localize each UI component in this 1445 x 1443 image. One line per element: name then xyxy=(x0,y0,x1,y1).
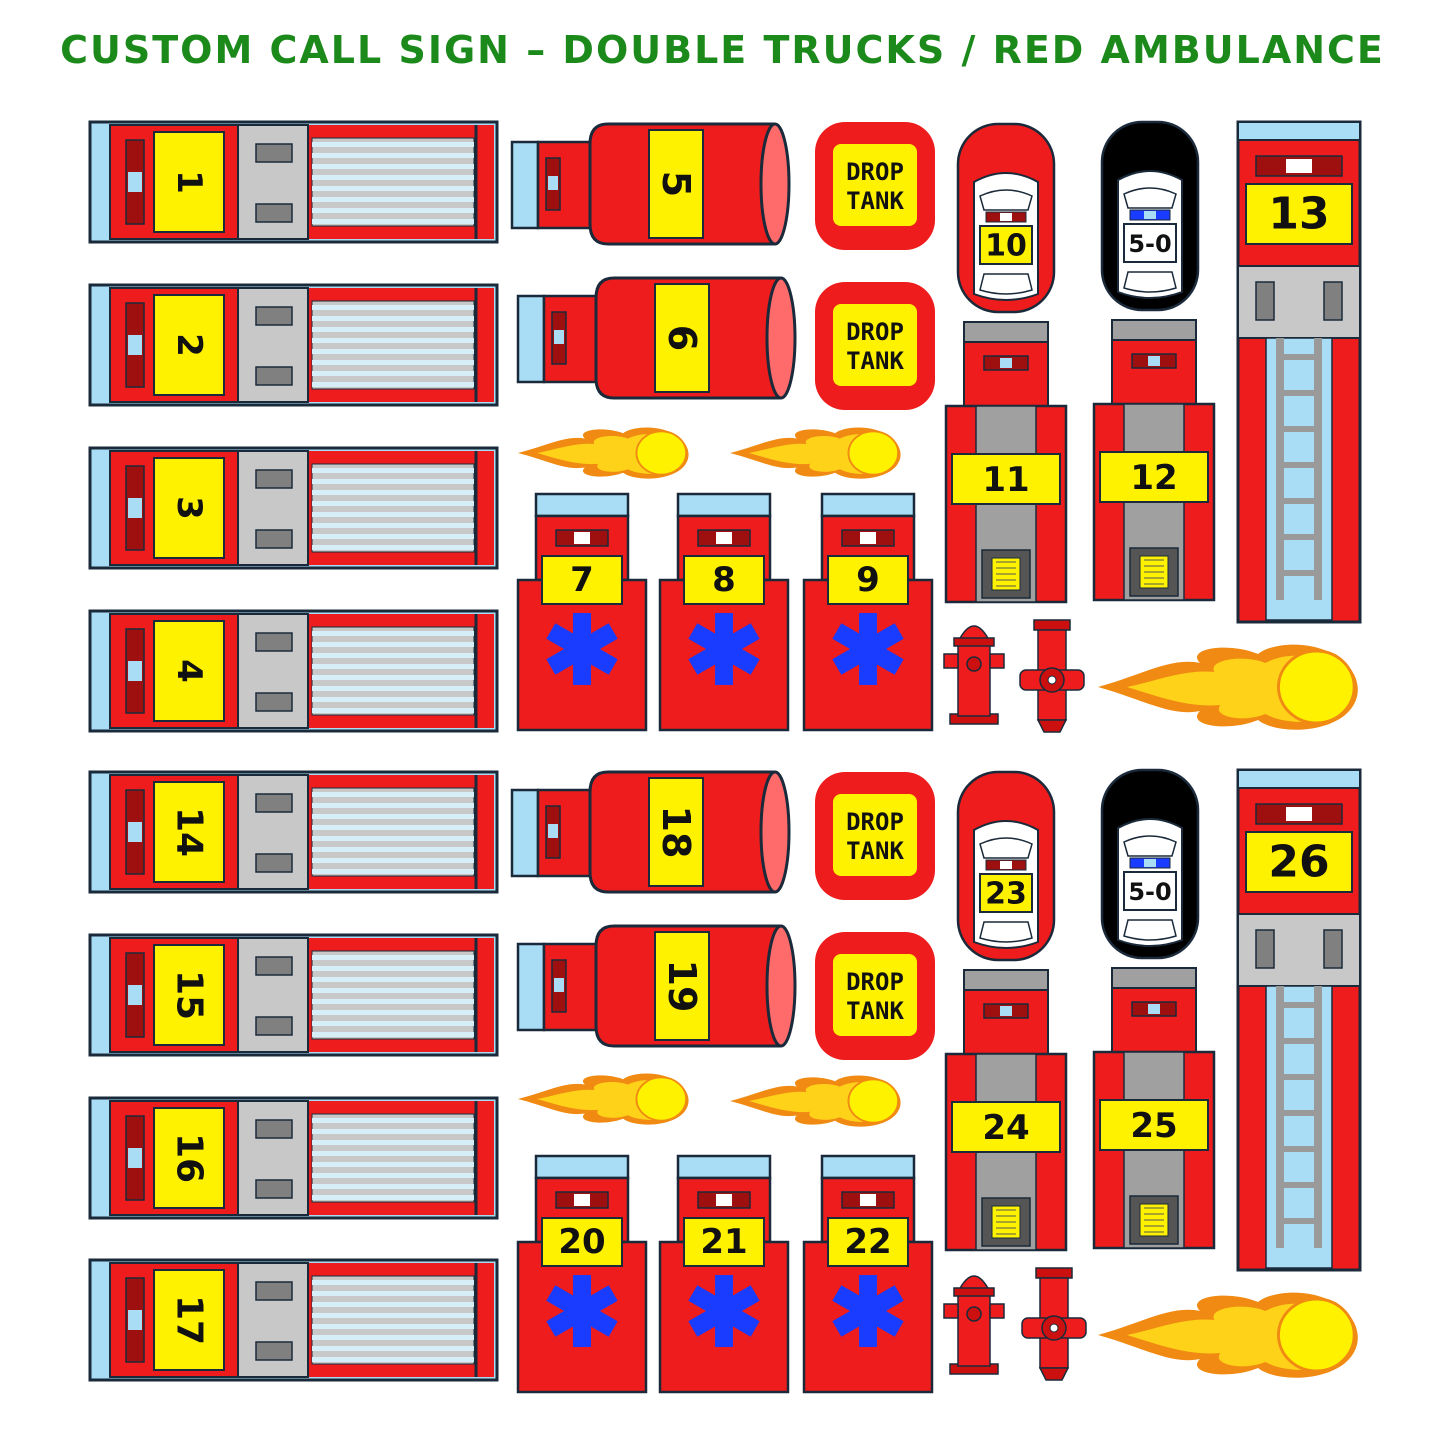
call-sign-label: DROP xyxy=(846,318,904,346)
call-sign-label: TANK xyxy=(846,837,904,865)
call-sign-label: 2 xyxy=(169,333,209,357)
call-sign-label: 5-0 xyxy=(1128,878,1171,906)
call-sign-label: 7 xyxy=(570,560,594,600)
call-sign-label: 22 xyxy=(844,1222,891,1262)
star-of-life-icon xyxy=(832,1275,904,1347)
star-of-life-icon xyxy=(546,1275,618,1347)
fireball-icon xyxy=(1098,1292,1358,1378)
hydrant-icon xyxy=(1021,1267,1087,1381)
call-sign-label: 15 xyxy=(169,970,210,1020)
call-sign-label: 16 xyxy=(169,1133,210,1183)
fire-truck-icon: 14 xyxy=(88,770,499,894)
ladder-truck-icon: 13 xyxy=(1236,120,1362,624)
hydrant-icon xyxy=(1019,619,1085,733)
police-car-icon: 5-0 xyxy=(1100,768,1200,960)
engine-icon: 25 xyxy=(1092,967,1216,1250)
engine-icon: 12 xyxy=(1092,319,1216,602)
call-sign-label: DROP xyxy=(846,808,904,836)
tanker-icon: 19 xyxy=(516,924,797,1048)
call-sign-label: 26 xyxy=(1268,837,1329,888)
fireball-icon xyxy=(730,1075,901,1127)
call-sign-label: TANK xyxy=(846,187,904,215)
hydrant-icon xyxy=(943,1275,1005,1375)
call-sign-label: 14 xyxy=(169,807,210,857)
call-sign-label: 23 xyxy=(985,877,1027,912)
engine-icon: 24 xyxy=(944,969,1068,1252)
fire-truck-icon: 1 xyxy=(88,120,499,244)
call-sign-label: 4 xyxy=(169,659,209,683)
fireball-icon xyxy=(518,1073,689,1125)
engine-icon: 11 xyxy=(944,321,1068,604)
ambulance-icon: 22 xyxy=(802,1154,934,1394)
police-car-icon: 5-0 xyxy=(1100,120,1200,312)
tanker-icon: 18 xyxy=(510,770,791,894)
ambulance-icon: 20 xyxy=(516,1154,648,1394)
star-of-life-icon xyxy=(688,1275,760,1347)
call-sign-label: 25 xyxy=(1130,1106,1177,1146)
call-sign-label: 5 xyxy=(654,171,698,197)
call-sign-label: 5-0 xyxy=(1128,230,1171,258)
call-sign-label: 9 xyxy=(856,560,880,600)
fire-truck-icon: 16 xyxy=(88,1096,499,1220)
fire-truck-icon: 17 xyxy=(88,1258,499,1382)
call-sign-label: DROP xyxy=(846,968,904,996)
call-sign-label: DROP xyxy=(846,158,904,186)
chief-car-icon: 10 xyxy=(956,122,1056,314)
call-sign-label: 8 xyxy=(712,560,736,600)
chief-car-icon: 23 xyxy=(956,770,1056,962)
call-sign-label: 6 xyxy=(660,325,704,351)
fireball-icon xyxy=(518,427,689,479)
fireball-icon xyxy=(730,427,901,479)
call-sign-label: TANK xyxy=(846,997,904,1025)
call-sign-label: 12 xyxy=(1130,458,1177,498)
star-of-life-icon xyxy=(688,613,760,685)
call-sign-label: 1 xyxy=(169,170,209,194)
fire-truck-icon: 15 xyxy=(88,933,499,1057)
tanker-icon: 6 xyxy=(516,276,797,400)
ladder-truck-icon: 26 xyxy=(1236,768,1362,1272)
ambulance-icon: 21 xyxy=(658,1154,790,1394)
hydrant-icon xyxy=(943,625,1005,725)
star-of-life-icon xyxy=(546,613,618,685)
tanker-icon: 5 xyxy=(510,122,791,246)
call-sign-label: 19 xyxy=(660,960,704,1013)
call-sign-label: TANK xyxy=(846,347,904,375)
call-sign-label: 13 xyxy=(1268,189,1329,240)
fire-truck-icon: 2 xyxy=(88,283,499,407)
fire-truck-icon: 3 xyxy=(88,446,499,570)
call-sign-label: 10 xyxy=(985,229,1027,264)
call-sign-label: 20 xyxy=(558,1222,605,1262)
call-sign-label: 17 xyxy=(169,1295,210,1345)
call-sign-label: 18 xyxy=(654,806,698,859)
call-sign-label: 3 xyxy=(169,496,209,520)
star-of-life-icon xyxy=(832,613,904,685)
fireball-icon xyxy=(1098,644,1358,730)
call-sign-label: 24 xyxy=(982,1108,1029,1148)
call-sign-label: 21 xyxy=(700,1222,747,1262)
call-sign-label: 11 xyxy=(982,460,1029,500)
fire-truck-icon: 4 xyxy=(88,609,499,733)
ambulance-icon: 8 xyxy=(658,492,790,732)
ambulance-icon: 9 xyxy=(802,492,934,732)
page-title: CUSTOM CALL SIGN – DOUBLE TRUCKS / RED A… xyxy=(60,28,1385,72)
ambulance-icon: 7 xyxy=(516,492,648,732)
